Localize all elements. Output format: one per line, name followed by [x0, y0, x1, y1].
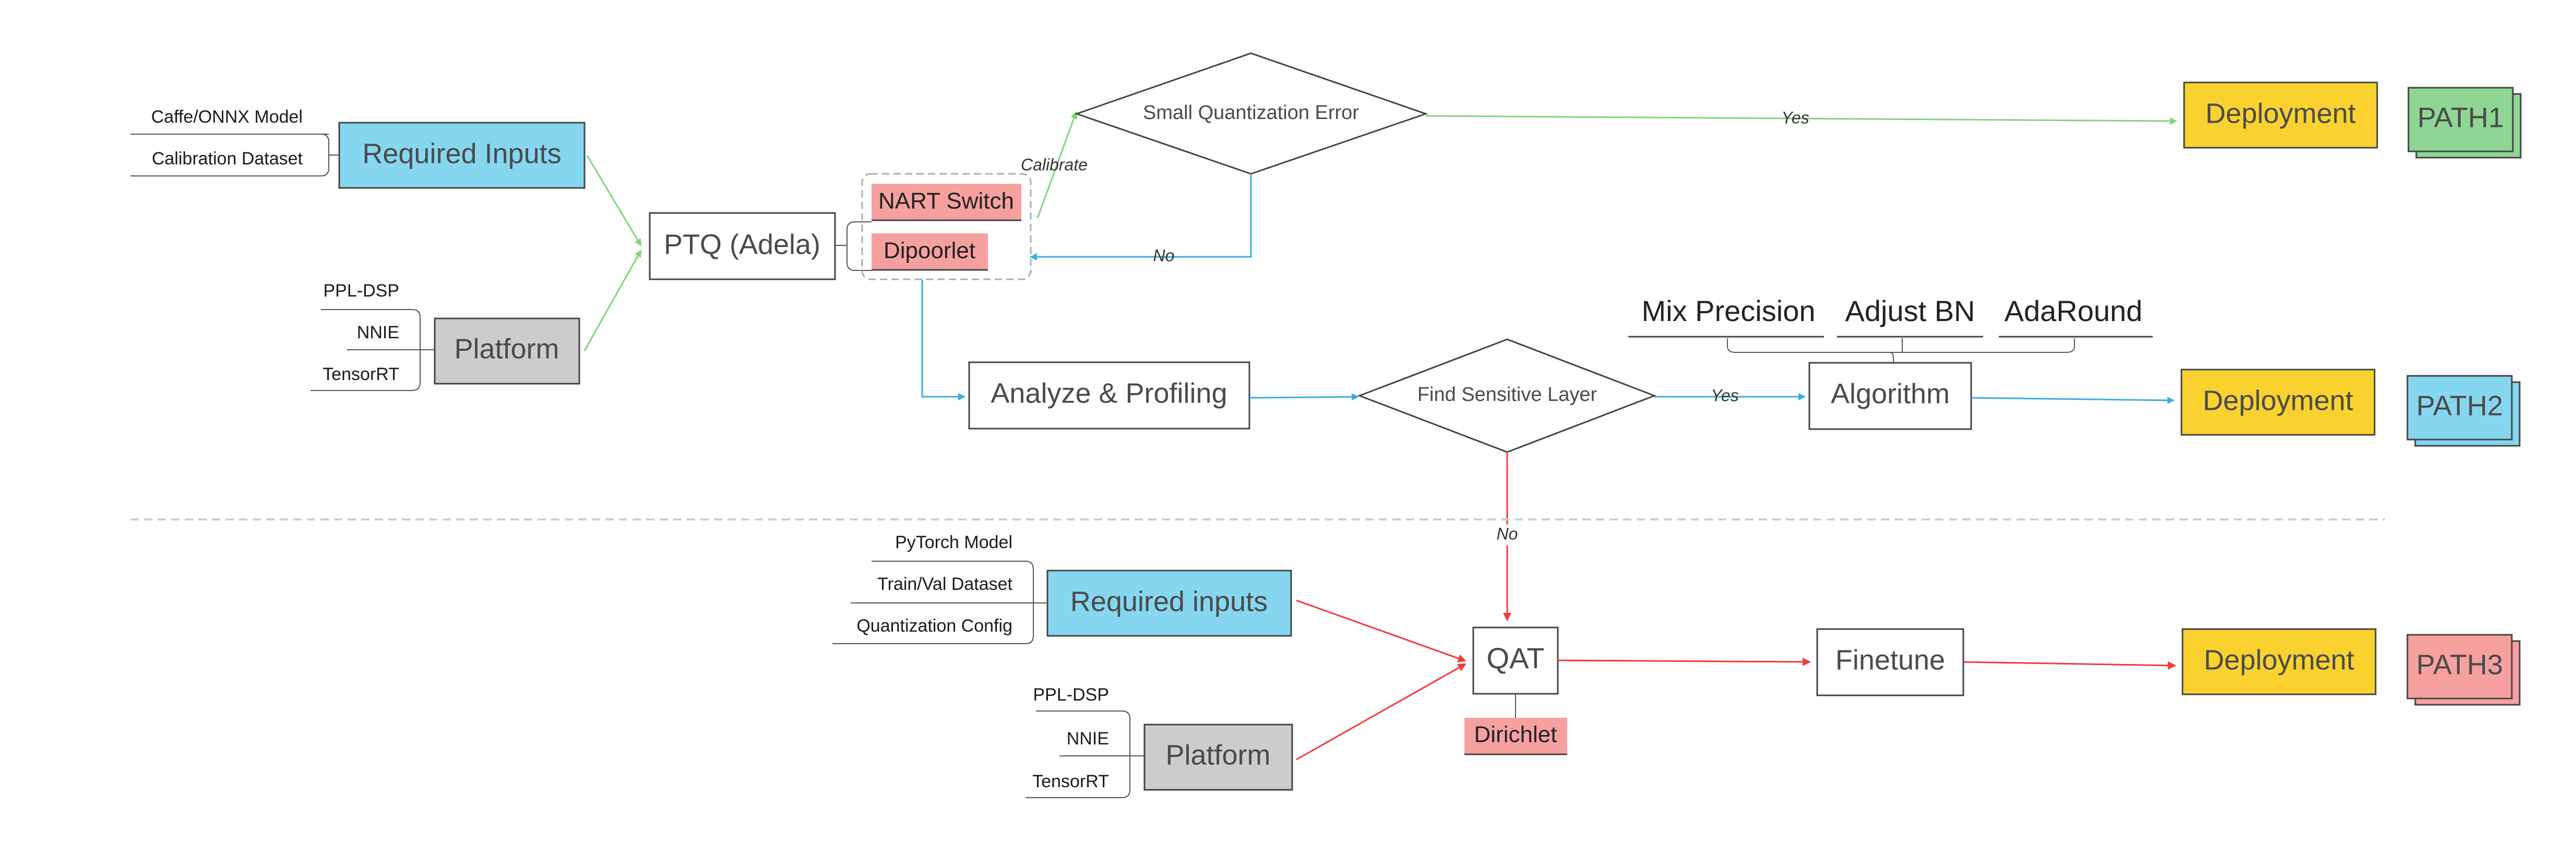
option-adaround[interactable]: AdaRound	[2005, 294, 2143, 327]
ptq-platform-group: PPL-DSP NNIE TensorRT Platform	[311, 281, 580, 391]
path2-label: PATH2	[2416, 390, 2503, 421]
arrow-yes-to-deployment-1	[1425, 115, 2177, 125]
dipoorlet-tool[interactable]	[872, 233, 988, 270]
qat-required-inputs-group: PyTorch Model Train/Val Dataset Quantiza…	[832, 532, 1292, 644]
ptq-platform-tensorrt: TensorRT	[323, 364, 399, 384]
qat-platform-ppl-dsp: PPL-DSP	[1033, 685, 1110, 705]
qat-input-pytorch-model: PyTorch Model	[895, 532, 1012, 552]
nart-switch-tool[interactable]	[872, 184, 1021, 220]
ptq-platform-label: Platform	[454, 333, 559, 364]
edge-yes-label-2: Yes	[1711, 386, 1738, 405]
ptq-inputs-bracket	[130, 134, 329, 176]
small-quantization-error-decision[interactable]	[1074, 52, 1428, 175]
path1-label: PATH1	[2417, 102, 2504, 133]
qat-platform-bracket	[1025, 710, 1130, 798]
qat-platform-nnie: NNIE	[1067, 729, 1109, 749]
deployment-label-3: Deployment	[2204, 644, 2354, 676]
finetune-node[interactable]	[1816, 628, 1964, 696]
deployment-node-1[interactable]	[2183, 81, 2378, 149]
ptq-adela-label: PTQ (Adela)	[664, 229, 820, 260]
arrow-inputs-to-ptq	[586, 155, 642, 246]
arrow-calibrate	[1036, 111, 1078, 219]
find-sensitive-layer-decision[interactable]	[1357, 338, 1657, 453]
ptq-required-inputs-label: Required Inputs	[362, 138, 561, 169]
qat-required-inputs-box[interactable]	[1046, 570, 1292, 637]
small-quantization-error-label: Small Quantization Error	[1143, 102, 1359, 124]
path3-badge	[2406, 634, 2513, 700]
qat-input-train-val-dataset: Train/Val Dataset	[877, 574, 1012, 594]
ptq-platform-nnie: NNIE	[357, 323, 399, 342]
find-sensitive-layer-label: Find Sensitive Layer	[1417, 384, 1597, 406]
arrow-dipoorlet-to-analyze	[921, 279, 965, 400]
ptq-platform-ppl-dsp: PPL-DSP	[324, 281, 400, 301]
edge-no-label-1: No	[1153, 246, 1175, 265]
deployment-label-2: Deployment	[2203, 385, 2353, 416]
qat-platform-tensorrt: TensorRT	[1032, 772, 1109, 791]
analyze-profiling-node[interactable]	[968, 361, 1250, 430]
deployment-node-3[interactable]	[2181, 628, 2377, 695]
ptq-tools-bracket	[835, 221, 872, 271]
finetune-label: Finetune	[1835, 644, 1945, 676]
algorithm-node[interactable]	[1808, 362, 1972, 430]
ptq-platform-box[interactable]	[434, 317, 580, 385]
algorithm-label: Algorithm	[1831, 378, 1950, 409]
deployment-node-2[interactable]	[2180, 369, 2376, 436]
arrow-platform-to-ptq	[583, 250, 642, 351]
option-adjust-bn[interactable]: Adjust BN	[1845, 294, 1975, 327]
nart-switch-label: NART Switch	[878, 188, 1014, 214]
arrow-finetune-to-deployment	[1963, 661, 2176, 670]
qat-required-inputs-label: Required inputs	[1070, 586, 1268, 617]
arrow-no-to-dipoorlet	[1030, 174, 1252, 260]
analyze-profiling-label: Analyze & Profiling	[991, 377, 1227, 409]
dirichlet-label: Dirichlet	[1474, 722, 1557, 748]
dipoorlet-label: Dipoorlet	[884, 238, 975, 264]
dirichlet-tool[interactable]	[1464, 718, 1567, 754]
qat-input-quantization-config: Quantization Config	[856, 616, 1012, 636]
qat-platform-group: PPL-DSP NNIE TensorRT Platform	[1025, 685, 1293, 798]
algorithm-options-group: Mix Precision Adjust BN AdaRound	[1628, 294, 2153, 363]
arrow-algorithm-to-deployment	[1971, 396, 2175, 404]
arrow-qat-to-finetune	[1557, 657, 1811, 666]
ptq-input-calibration-dataset: Calibration Dataset	[152, 149, 303, 169]
edge-no-label-2: No	[1497, 524, 1518, 543]
option-mix-precision[interactable]: Mix Precision	[1642, 294, 1816, 327]
edge-yes-label-1: Yes	[1781, 108, 1809, 127]
arrow-qat-inputs-to-qat	[1296, 599, 1466, 662]
deployment-label-1: Deployment	[2205, 98, 2356, 129]
path3-label: PATH3	[2416, 649, 2503, 680]
ptq-required-inputs-box[interactable]	[338, 122, 586, 189]
ptq-input-model: Caffe/ONNX Model	[151, 107, 303, 127]
path1-badge	[2407, 87, 2514, 152]
qat-label: QAT	[1487, 642, 1545, 674]
ptq-adela-node[interactable]	[649, 212, 836, 280]
edge-calibrate-label: Calibrate	[1021, 155, 1088, 174]
algorithm-options-bracket	[1727, 338, 2075, 363]
path2-badge	[2406, 375, 2513, 441]
arrow-qat-platform-to-qat	[1296, 663, 1466, 761]
qat-platform-label: Platform	[1165, 739, 1270, 771]
qat-platform-box[interactable]	[1143, 724, 1293, 791]
ptq-required-inputs-group: Caffe/ONNX Model Calibration Dataset Req…	[130, 107, 586, 189]
ptq-tools-group	[861, 173, 1032, 280]
arrow-analyze-to-find	[1249, 393, 1359, 401]
